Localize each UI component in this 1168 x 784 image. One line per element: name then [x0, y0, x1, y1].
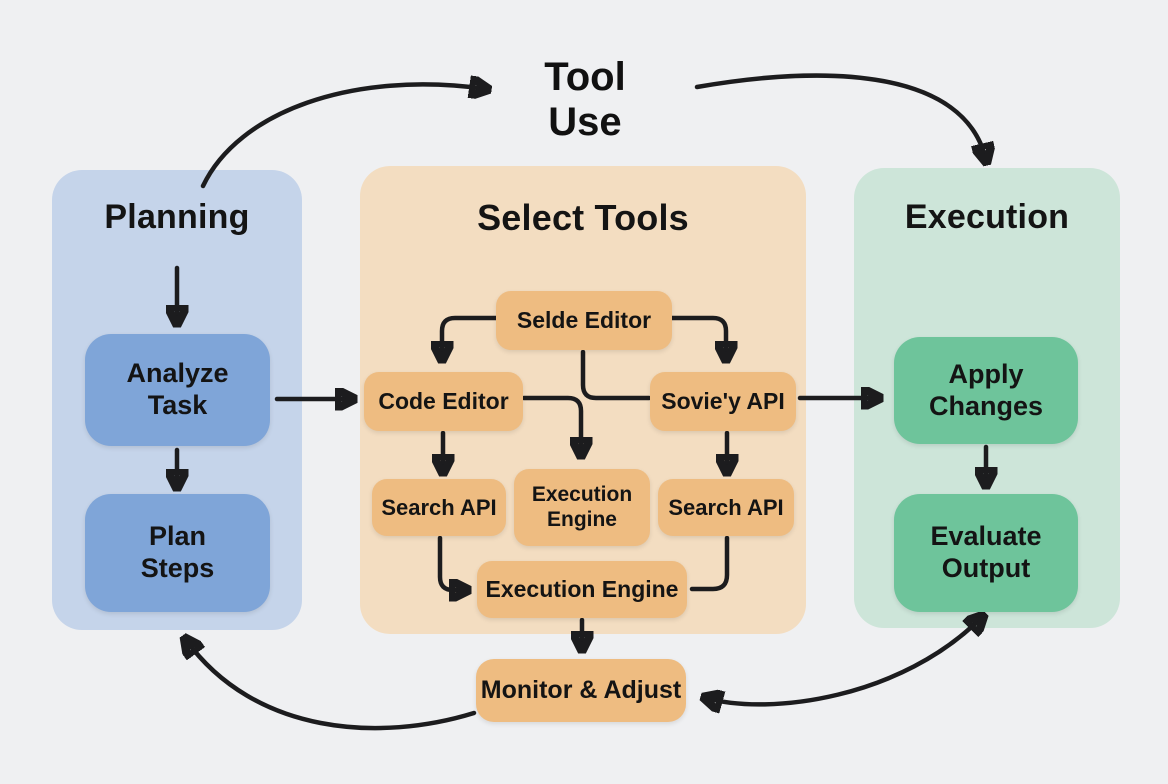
- node-monitor-adjust: Monitor & Adjust: [476, 659, 686, 722]
- node-execution-engine-bottom: Execution Engine: [477, 561, 687, 618]
- node-selde-editor: Selde Editor: [496, 291, 672, 350]
- node-code-editor: Code Editor: [364, 372, 523, 431]
- select-tools-title: Select Tools: [477, 197, 689, 238]
- execution-title: Execution: [904, 198, 1070, 236]
- node-analyze-task: Analyze Task: [85, 334, 270, 446]
- node-evaluate-output: Evaluate Output: [894, 494, 1078, 612]
- node-search-api-left: Search API: [372, 479, 506, 536]
- node-execution-engine-mid: Execution Engine: [514, 469, 650, 546]
- node-plan-steps: Plan Steps: [85, 494, 270, 612]
- node-search-api-right: Search API: [658, 479, 794, 536]
- arrow-monitor-to-planning: [186, 640, 477, 731]
- node-apply-changes: Apply Changes: [894, 337, 1078, 444]
- node-soviey-api: Sovie'y API: [650, 372, 796, 431]
- arrow-tool-use-to-execution: [694, 73, 986, 160]
- planning-title: Planning: [104, 198, 250, 236]
- diagram-title: Tool Use: [544, 55, 626, 145]
